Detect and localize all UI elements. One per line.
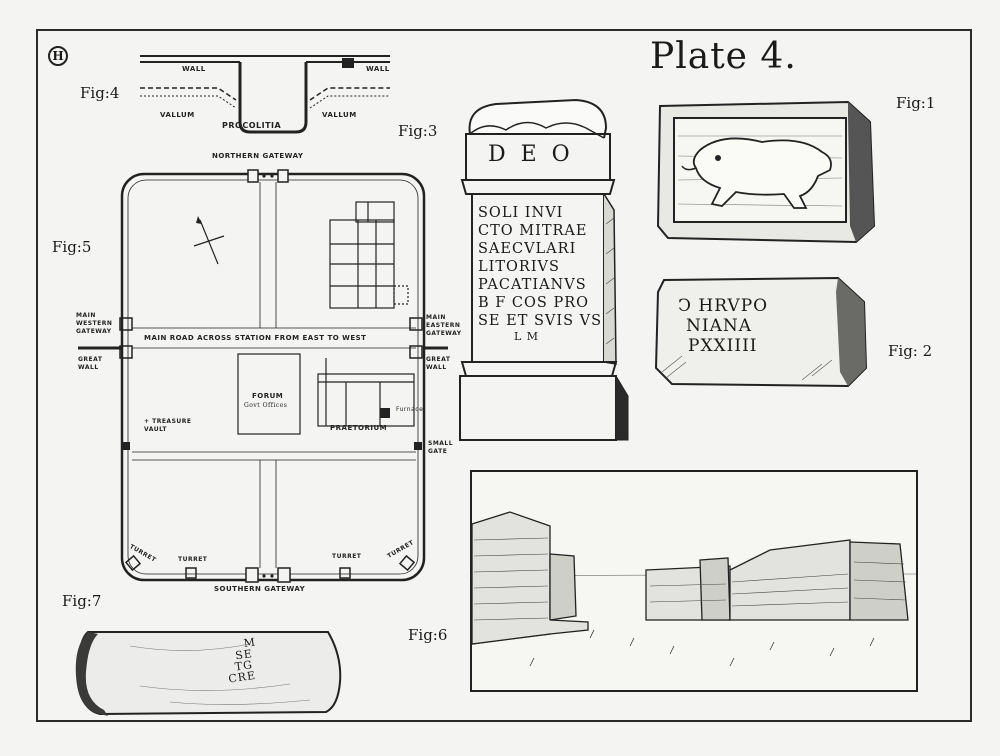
fig4-station-name: PROCOLITIA — [222, 121, 282, 130]
plan-furnace: Furnace — [396, 406, 424, 413]
stone2-line: PXXIIII — [688, 336, 758, 356]
stone2-line: NIANA — [686, 316, 753, 336]
fig5-label: Fig:5 — [52, 238, 92, 256]
altar-line: L M — [514, 330, 540, 343]
plan-main-eastern-gateway: MAIN EASTERN GATEWAY — [426, 314, 462, 337]
plan-forum-sub: Govt Offices — [244, 402, 288, 409]
monogram-seal: H — [48, 46, 68, 66]
fig2-inscribed-stone — [654, 276, 868, 388]
fig7-label: Fig:7 — [62, 592, 102, 610]
altar-inscription: SOLI INVI CTO MITRAE SAECVLARI LITORIVS … — [478, 204, 602, 344]
plan-great-wall-right: GREAT WALL — [426, 356, 451, 371]
plan-forum: FORUM — [252, 392, 284, 400]
fig2-label: Fig: 2 — [888, 342, 933, 360]
altar-line: SAECVLARI — [478, 241, 577, 257]
fig1-boar-stone — [656, 100, 876, 244]
altar-line: PACATIANVS — [478, 277, 587, 293]
altar-line: SOLI INVI — [478, 205, 564, 221]
altar-line: SE ET SVIS VS — [478, 313, 603, 329]
fig4-label: Fig:4 — [80, 84, 120, 102]
plan-turret-3: TURRET — [332, 553, 362, 560]
fig4-wall-left: WALL — [182, 65, 206, 73]
fig4-wall-right: WALL — [366, 65, 390, 73]
plan-northern-gateway: NORTHERN GATEWAY — [212, 152, 304, 160]
fig4-vallum-left: VALLUM — [160, 111, 195, 119]
plan-small-gate: SMALL GATE — [428, 440, 454, 455]
plan-great-wall-left: GREAT WALL — [78, 356, 103, 371]
fig1-label: Fig:1 — [896, 94, 936, 112]
altar-line: LITORIVS — [478, 259, 560, 275]
plan-main-road: MAIN ROAD ACROSS STATION FROM EAST TO WE… — [144, 334, 367, 342]
fig4-vallum-right: VALLUM — [322, 111, 357, 119]
altar-deo: D E O — [488, 142, 574, 167]
stone2-inscription: Ↄ HRVPO NIANA PXXIIII — [678, 296, 798, 356]
plan-treasure-vault: + TREASURE VAULT — [144, 418, 192, 433]
fig4-wall-diagram — [140, 55, 390, 134]
plan-praetorium: PRAETORIUM — [330, 424, 388, 432]
fig7-column-stone — [75, 631, 342, 716]
plan-turret-2: TURRET — [178, 556, 208, 563]
fig6-ruins-sketch — [470, 470, 918, 692]
plate-border — [36, 29, 972, 722]
fig3-altar-drawing — [459, 98, 629, 441]
altar-line: B F COS PRO — [478, 295, 590, 311]
altar-line: CTO MITRAE — [478, 223, 588, 239]
fig5-station-plan — [78, 169, 448, 583]
fig6-label: Fig:6 — [408, 626, 448, 644]
fig3-label: Fig:3 — [398, 122, 438, 140]
plate-title: Plate 4. — [650, 36, 797, 77]
plan-main-western-gateway: MAIN WESTERN GATEWAY — [76, 312, 113, 335]
fig7-inscription: M SE TG CRE — [223, 635, 269, 686]
plan-southern-gateway: SOUTHERN GATEWAY — [214, 585, 306, 593]
stone2-line: Ↄ HRVPO — [678, 296, 769, 316]
